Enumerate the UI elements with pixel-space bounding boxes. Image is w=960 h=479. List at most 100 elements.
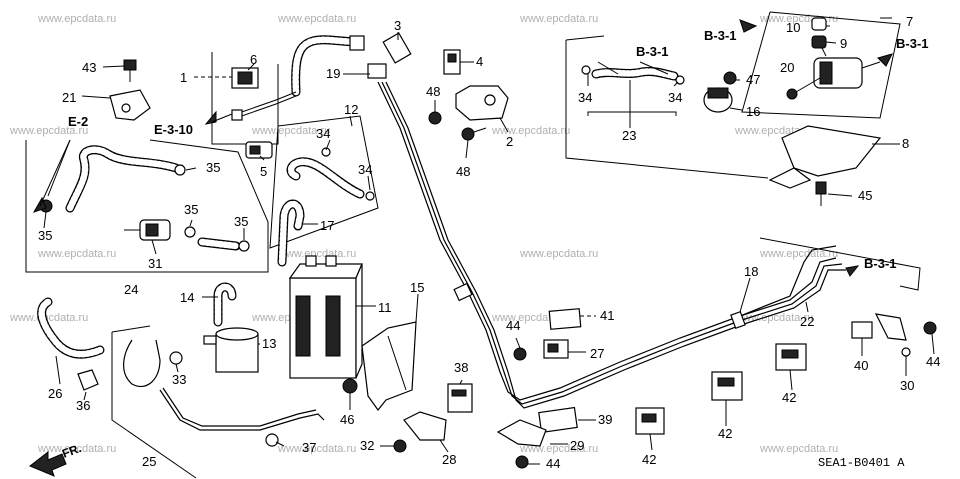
callout: 35 bbox=[38, 228, 52, 243]
callout: 3 bbox=[394, 18, 401, 33]
clamp-38 bbox=[447, 383, 473, 413]
callout: 40 bbox=[854, 358, 868, 373]
ref-e2: E-2 bbox=[68, 114, 88, 129]
callout: 39 bbox=[598, 412, 612, 427]
bracket-15 bbox=[361, 321, 417, 411]
callout: 45 bbox=[858, 188, 872, 203]
callout: 16 bbox=[746, 104, 760, 119]
reference-arrows bbox=[32, 19, 893, 277]
front-arrow-icon bbox=[29, 450, 67, 477]
hose-17 bbox=[277, 199, 305, 267]
callout: 48 bbox=[426, 84, 440, 99]
callout: 12 bbox=[344, 102, 358, 117]
diagram-code: SEA1-B0401 A bbox=[818, 456, 905, 470]
valve-5 bbox=[245, 141, 273, 159]
clamp-41 bbox=[548, 308, 582, 330]
canister-11 bbox=[288, 255, 363, 379]
callout: 47 bbox=[746, 72, 760, 87]
callout: 44 bbox=[926, 354, 940, 369]
callout: 4 bbox=[476, 54, 483, 69]
callout: 29 bbox=[570, 438, 584, 453]
watermark: www.epcdata.ru bbox=[519, 248, 598, 260]
hose-set-24 bbox=[39, 145, 250, 252]
solenoid-group-7 bbox=[786, 17, 881, 100]
callout: 5 bbox=[260, 164, 267, 179]
bolt-44b bbox=[515, 455, 529, 469]
callout: 7 bbox=[906, 14, 913, 29]
callout: 31 bbox=[148, 256, 162, 271]
callout: 35 bbox=[206, 160, 220, 175]
callout: 13 bbox=[262, 336, 276, 351]
watermark: www.epcdata.ru bbox=[759, 248, 838, 260]
watermark: www.epcdata.ru bbox=[277, 248, 356, 260]
group-box-24 bbox=[25, 139, 269, 273]
hose-14 bbox=[213, 282, 237, 327]
clip-3 bbox=[382, 32, 412, 64]
callout: 18 bbox=[744, 264, 758, 279]
bracket-30 bbox=[874, 313, 911, 357]
bracket-28 bbox=[403, 411, 447, 441]
group-box-23-top bbox=[565, 35, 605, 41]
arrow-b31-lower bbox=[845, 265, 860, 277]
callout: 34 bbox=[316, 126, 330, 141]
callout: 26 bbox=[48, 386, 62, 401]
callout: 33 bbox=[172, 372, 186, 387]
callout: 44 bbox=[506, 318, 520, 333]
callout: 37 bbox=[302, 440, 316, 455]
callout: 32 bbox=[360, 438, 374, 453]
bracket-8 bbox=[768, 125, 882, 189]
group-box-18 bbox=[759, 237, 921, 291]
callout: 27 bbox=[590, 346, 604, 361]
callout: 11 bbox=[378, 300, 392, 315]
group-box-25-left bbox=[111, 332, 197, 479]
watermark: www.epcdata.ru bbox=[277, 13, 356, 25]
callout: 28 bbox=[442, 452, 456, 467]
callout: 42 bbox=[642, 452, 656, 467]
callout: 6 bbox=[250, 52, 257, 67]
callout: 44 bbox=[546, 456, 560, 471]
breather-hose-1 bbox=[231, 35, 365, 121]
callout: 35 bbox=[234, 214, 248, 229]
filter-13 bbox=[203, 327, 259, 373]
callout: 17 bbox=[320, 218, 334, 233]
ref-b31-lower: B-3-1 bbox=[864, 256, 897, 271]
callout: 10 bbox=[786, 20, 800, 35]
watermark: www.epcdata.ru bbox=[491, 125, 570, 137]
clamp-42b bbox=[711, 371, 743, 401]
grommet-32 bbox=[393, 439, 407, 453]
watermark: www.epcdata.ru bbox=[759, 443, 838, 455]
callout: 14 bbox=[180, 290, 194, 305]
front-direction-indicator: FR. bbox=[29, 441, 83, 477]
group-box-25-top bbox=[111, 325, 151, 333]
valve-16 bbox=[703, 87, 733, 113]
bolt-48b bbox=[461, 127, 487, 141]
clip-36 bbox=[77, 369, 99, 391]
callout: 15 bbox=[410, 280, 424, 295]
group-box-7 bbox=[741, 11, 901, 119]
group-box-1 bbox=[211, 64, 279, 145]
front-label: FR. bbox=[60, 441, 83, 461]
callout: 43 bbox=[82, 60, 96, 75]
watermark: www.epcdata.ru bbox=[9, 125, 88, 137]
clamp-39 bbox=[538, 406, 578, 434]
callout: 19 bbox=[326, 66, 340, 81]
bracket-2 bbox=[455, 85, 509, 121]
bolt-46 bbox=[342, 378, 358, 400]
bracket-21 bbox=[109, 89, 151, 121]
callout: 36 bbox=[76, 398, 90, 413]
ref-b31-mid: B-3-1 bbox=[704, 28, 737, 43]
watermark-layer: www.epcdata.ru www.epcdata.ru www.epcdat… bbox=[9, 13, 838, 455]
callout: 22 bbox=[800, 314, 814, 329]
bolt-45 bbox=[815, 181, 827, 206]
ref-b31-left: B-3-1 bbox=[636, 44, 669, 59]
callout: 42 bbox=[718, 426, 732, 441]
callout: 38 bbox=[454, 360, 468, 375]
callout: 9 bbox=[840, 36, 847, 51]
clip-40 bbox=[851, 321, 873, 339]
clip-19 bbox=[367, 63, 387, 79]
group-box-23-left bbox=[565, 40, 769, 179]
callout: 2 bbox=[506, 134, 513, 149]
hose-26 bbox=[37, 297, 105, 359]
watermark: www.epcdata.ru bbox=[251, 125, 330, 137]
